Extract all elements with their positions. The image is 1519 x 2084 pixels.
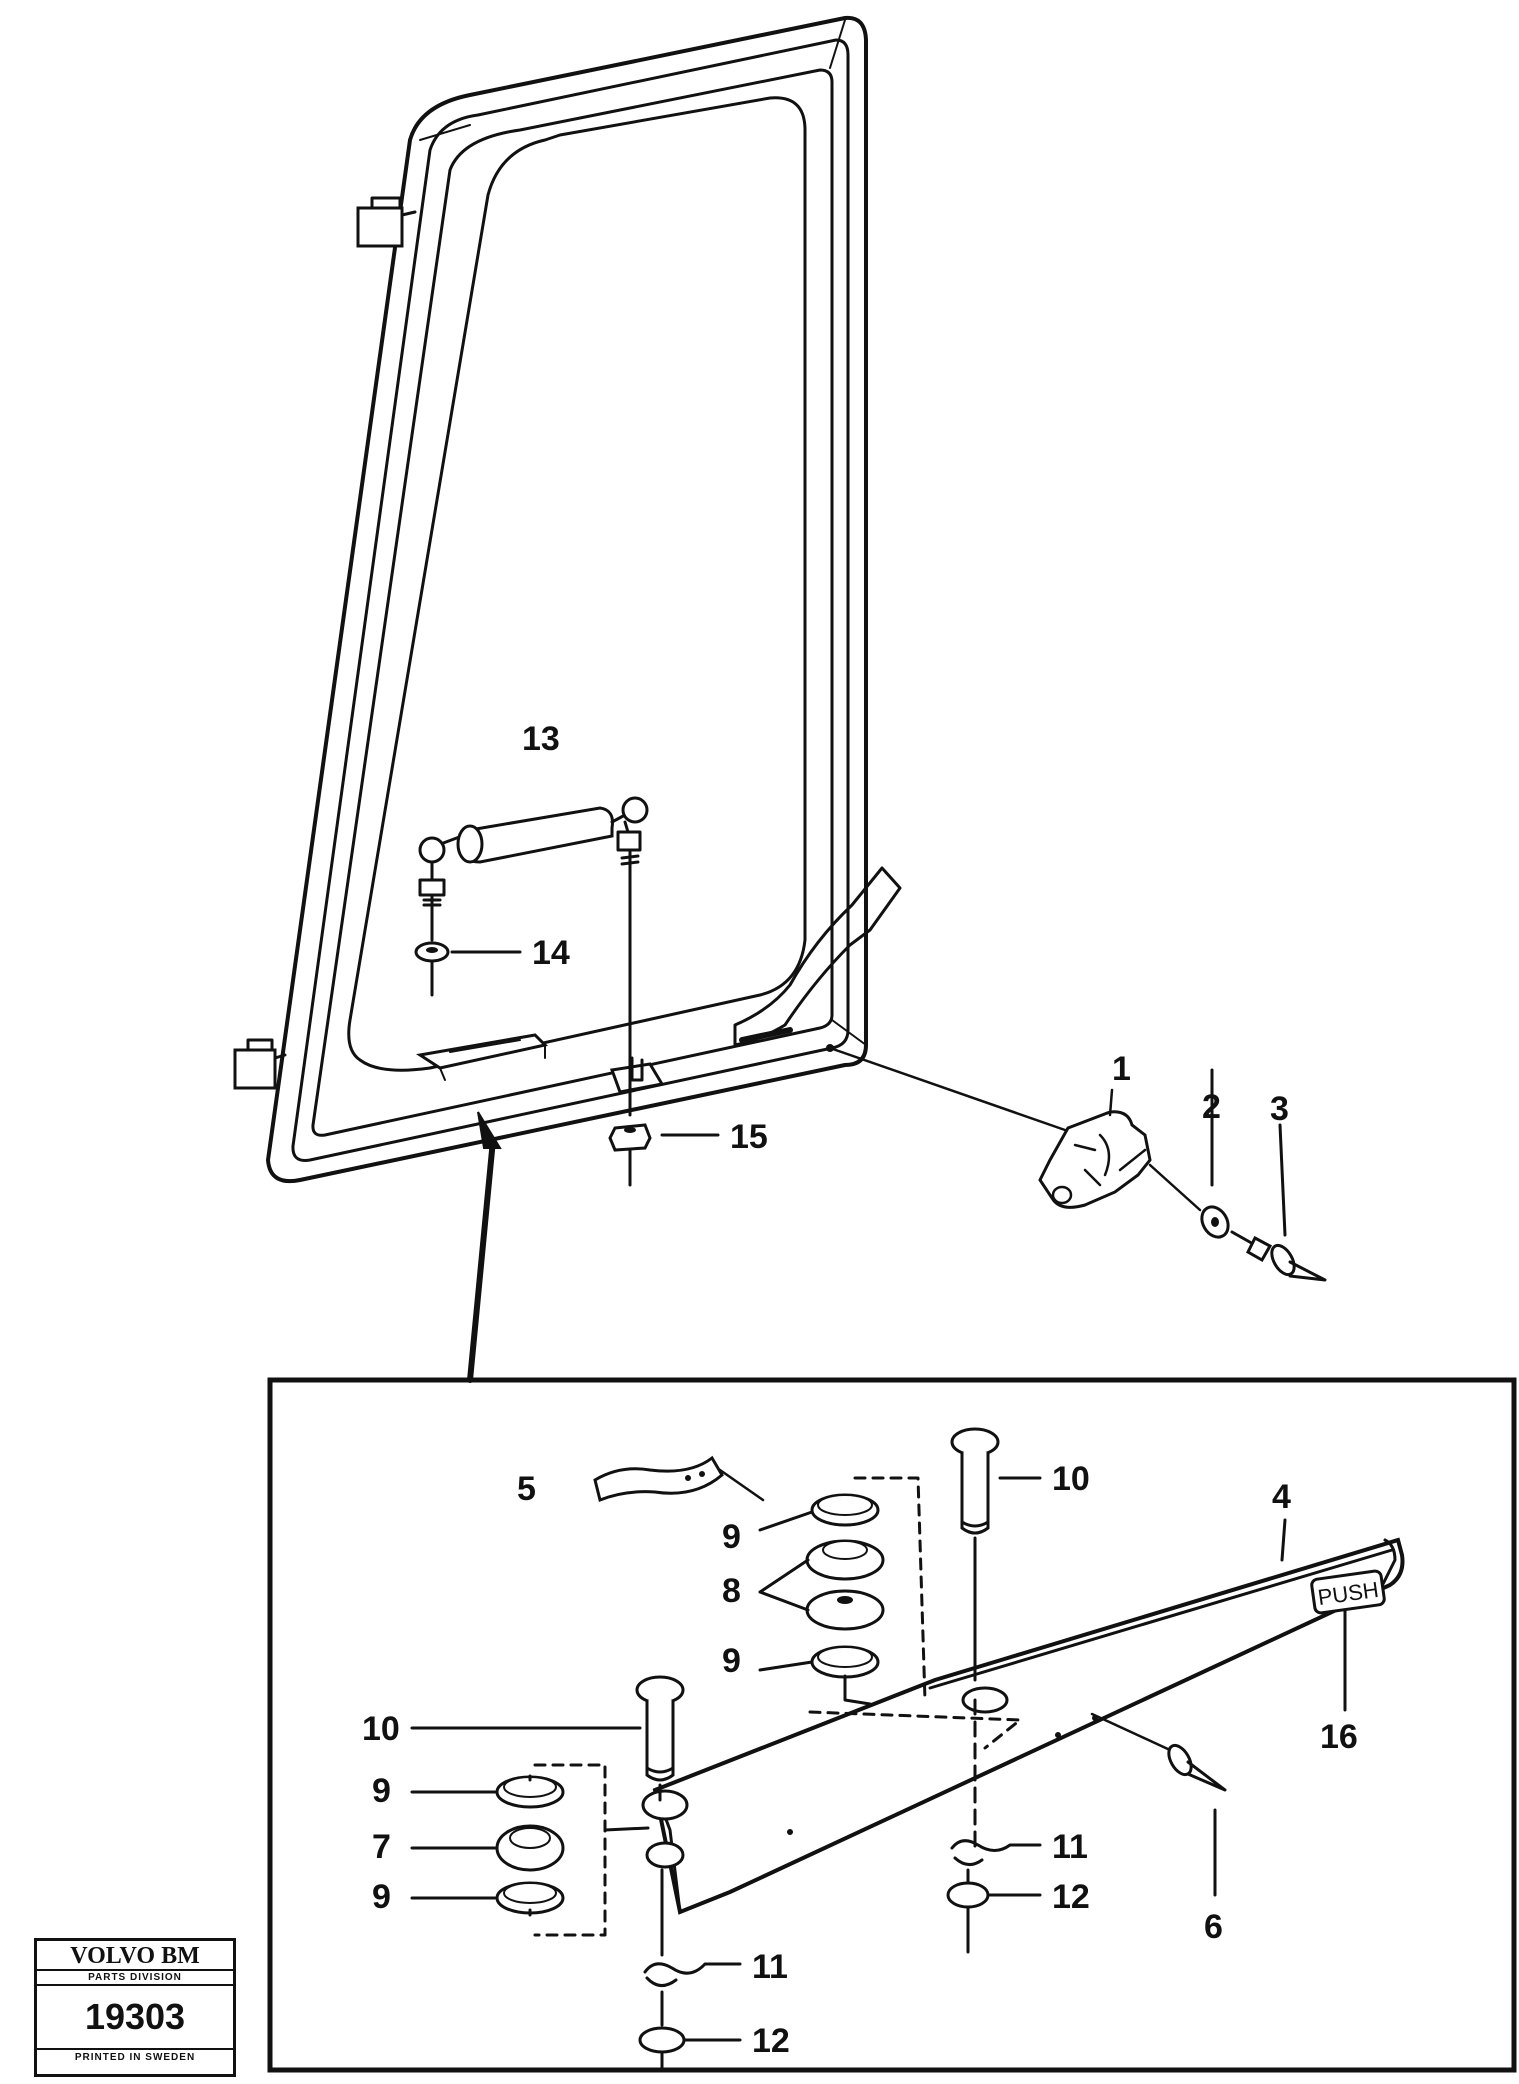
callout-9-a: 9 xyxy=(722,1518,741,1556)
nut-15 xyxy=(608,1023,720,1187)
callout-12-a: 12 xyxy=(1052,1878,1090,1916)
callout-12-b: 12 xyxy=(752,2022,790,2060)
pin-10-lower xyxy=(410,1675,685,1802)
gas-strut xyxy=(418,796,649,1027)
bottom-pad xyxy=(609,1056,665,1094)
screw-3 xyxy=(1230,1123,1327,1282)
callout-4: 4 xyxy=(1272,1478,1291,1516)
arm-4 xyxy=(641,1537,1405,1915)
upper-bushing-stack xyxy=(805,1476,927,1706)
window-frame xyxy=(266,15,868,1183)
callout-3: 3 xyxy=(1270,1090,1289,1128)
latch-bracket-1 xyxy=(1038,1088,1152,1209)
upper-clips xyxy=(946,1839,1042,1909)
callout-11-b: 11 xyxy=(752,1948,788,1986)
badge-drawing-number: 19303 xyxy=(37,1986,233,2050)
washer-2 xyxy=(1200,1068,1230,1239)
badge-printed-in: PRINTED IN SWEDEN xyxy=(74,2052,196,2063)
lower-bushing-stack xyxy=(410,1763,650,1937)
callout-10-b: 10 xyxy=(362,1710,400,1748)
detail-panel-border xyxy=(267,1377,1517,2073)
callout-9-b: 9 xyxy=(722,1642,741,1680)
detail-arrow xyxy=(467,1111,502,1383)
callout-2: 2 xyxy=(1202,1088,1221,1126)
corner-handle xyxy=(733,866,902,1047)
callout-10-a: 10 xyxy=(1052,1460,1090,1498)
callout-8: 8 xyxy=(722,1572,741,1610)
callout-15: 15 xyxy=(730,1118,768,1156)
push-plate: PUSH xyxy=(1310,1569,1386,1615)
callout-9-d: 9 xyxy=(372,1878,391,1916)
spring-clip-5 xyxy=(593,1455,765,1503)
lock-bracket xyxy=(415,1033,548,1081)
lower-hinge xyxy=(233,1038,287,1090)
callout-16: 16 xyxy=(1320,1718,1358,1756)
callout-7: 7 xyxy=(372,1828,391,1866)
callout-5: 5 xyxy=(517,1470,536,1508)
callout-11-a: 11 xyxy=(1052,1828,1088,1866)
upper-hinge xyxy=(356,196,417,248)
callout-13: 13 xyxy=(522,720,560,758)
badge-brand: VOLVO BM xyxy=(37,1941,233,1971)
callout-6: 6 xyxy=(1204,1908,1223,1946)
badge-division: PARTS DIVISION xyxy=(37,1971,233,1986)
callout-14: 14 xyxy=(532,934,570,972)
lower-clips xyxy=(638,1868,742,2072)
callout-1: 1 xyxy=(1112,1050,1131,1088)
washer-14 xyxy=(414,903,522,997)
volvo-bm-parts-badge: VOLVO BM PARTS DIVISION 19303 PRINTED IN… xyxy=(34,1938,236,2077)
callout-9-c: 9 xyxy=(372,1772,391,1810)
rivet-6 xyxy=(1090,1712,1227,1897)
pin-10-upper xyxy=(950,1427,1042,1954)
